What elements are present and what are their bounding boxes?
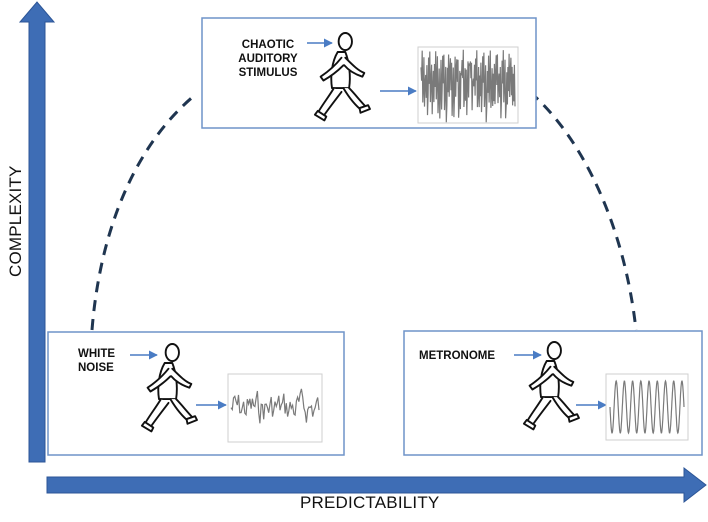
- waveform-icon: [230, 388, 320, 424]
- dashed-arc-left: [90, 93, 196, 331]
- waveform-icon: [609, 379, 685, 435]
- chaotic-stimulus-label: CHAOTIC AUDITORY STIMULUS: [238, 39, 298, 79]
- walking-person-icon: [522, 341, 580, 431]
- y-axis-label: COMPLEXITY: [6, 165, 25, 277]
- waveform-icon: [420, 49, 516, 123]
- x-axis-label: PREDICTABILITY: [300, 493, 440, 512]
- dashed-arc-right: [529, 90, 638, 331]
- x-axis-arrow: [46, 466, 707, 504]
- walking-person-icon: [313, 32, 371, 122]
- metronome-label: METRONOME: [419, 350, 496, 362]
- walking-person-icon: [140, 343, 198, 433]
- white-noise-label: WHITE NOISE: [78, 348, 116, 374]
- y-axis-arrow: [18, 1, 56, 463]
